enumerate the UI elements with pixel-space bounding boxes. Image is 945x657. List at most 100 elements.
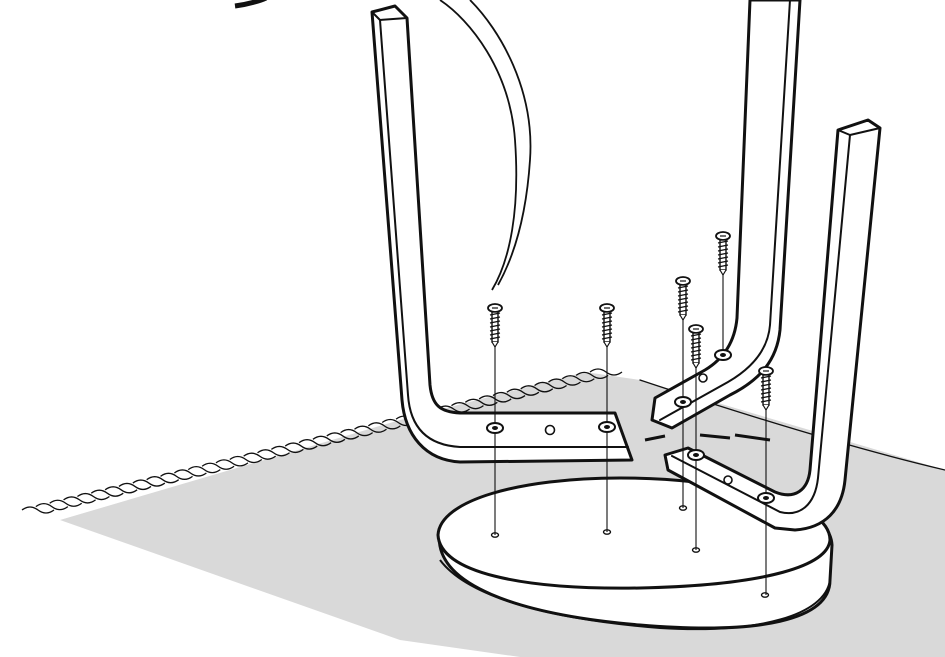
screw-thread: [717, 252, 729, 256]
rug-fringe-tuft: [215, 459, 249, 467]
screw-thread: [489, 312, 501, 316]
screw-thread: [489, 324, 501, 328]
leg-right-back-body: [650, 0, 802, 430]
screw-thread: [690, 357, 702, 361]
leg-screw-hole-center: [693, 453, 699, 457]
screw-thread: [601, 316, 613, 320]
screw-thread: [489, 316, 501, 320]
screw-thread: [677, 309, 689, 313]
leg-left-center-hole: [544, 424, 556, 436]
screws: [486, 231, 775, 595]
screw-thread: [601, 320, 613, 324]
rug-fringe-tuft: [118, 482, 152, 491]
rug-fringe-tuft: [49, 499, 83, 507]
screw-thread: [717, 256, 729, 260]
screw-thread: [717, 244, 729, 248]
rug-fringe-tuft: [561, 375, 595, 383]
motion-dash-2: [699, 433, 731, 440]
leg-screw-hole-center: [604, 425, 610, 429]
screw-tip: [491, 341, 499, 349]
screw-thread: [760, 379, 772, 383]
rug-fringe-tuft: [367, 422, 401, 430]
screw-thread: [601, 336, 613, 340]
screw-thread: [690, 349, 702, 353]
screw-thread: [601, 312, 613, 316]
rug-fringe-tuft: [104, 486, 138, 494]
screw-thread: [677, 305, 689, 309]
leg-screw-hole-center: [680, 400, 686, 404]
rug-fringe-tuft: [270, 445, 304, 454]
screw-tip: [679, 314, 687, 322]
rug-fringe-tuft: [63, 496, 96, 504]
screw-tip: [719, 269, 727, 277]
leg-screw-hole-center: [720, 353, 726, 357]
motion-dash-1: [644, 434, 666, 442]
rug-fringe-tuft: [187, 465, 221, 474]
screw-thread: [677, 301, 689, 305]
motion-dash-3: [734, 433, 771, 442]
leg-right-front-top: [837, 127, 881, 136]
rug-fringe-tuft: [298, 439, 332, 447]
screw-thread: [690, 341, 702, 345]
screw-thread: [760, 391, 772, 395]
seat-edge-shadow: [439, 559, 831, 631]
rug-fringe-tuft: [174, 469, 207, 477]
screw-thread: [690, 353, 702, 357]
rug-fringe-tuft: [201, 462, 235, 470]
rug-fringe-tuft: [90, 489, 124, 497]
screw-thread: [489, 336, 501, 340]
rug-fringe-tuft: [229, 455, 263, 464]
leg-right-front-body: [663, 118, 882, 532]
rug-fringe-tuft: [340, 428, 374, 437]
screw-thread: [677, 289, 689, 293]
screw: [757, 366, 775, 595]
rug-fringe-tuft: [146, 476, 180, 484]
screw-tip: [692, 362, 700, 370]
leg-right-back-inner-edge: [659, 0, 791, 421]
leg-left-inner-edge: [379, 19, 629, 448]
screw-thread: [717, 240, 729, 244]
screw-tip: [603, 341, 611, 349]
screw-thread: [690, 333, 702, 337]
leg-screw-hole-center: [763, 496, 769, 500]
screw-thread: [677, 293, 689, 297]
rug-fringe-tuft: [132, 479, 166, 487]
rug-fringe-tuft: [506, 388, 540, 396]
rug-fringe-tuft: [492, 391, 526, 400]
screw-thread: [760, 383, 772, 387]
screw-tip: [762, 404, 770, 412]
rug-fringe-tuft: [160, 472, 193, 480]
screw: [598, 303, 616, 532]
screw-thread: [760, 387, 772, 391]
rug-fringe-tuft: [243, 452, 277, 460]
leg-right-back: [650, 0, 802, 430]
screw-thread: [717, 260, 729, 264]
rug-fringe-tuft: [21, 506, 55, 514]
screw-thread: [601, 332, 613, 336]
rug-fringe-tuft: [35, 502, 69, 511]
screw: [714, 231, 732, 361]
screw-thread: [677, 285, 689, 289]
screw-thread: [690, 345, 702, 349]
rug-fringe-tuft: [548, 378, 581, 386]
screw-thread: [677, 297, 689, 301]
rug-fringe-tuft: [575, 371, 609, 380]
rug-fringe-tuft: [312, 435, 346, 443]
screw-thread: [601, 324, 613, 328]
rug-fringe-tuft: [354, 425, 387, 433]
screw: [674, 276, 692, 508]
screw-thread: [760, 395, 772, 399]
screw-thread: [717, 248, 729, 252]
leg-right-back-center-hole: [698, 373, 708, 383]
screw-thread: [717, 264, 729, 268]
rug-fringe-tuft: [451, 402, 484, 410]
screw: [687, 324, 705, 550]
screw-thread: [760, 375, 772, 379]
leg-screw-hole-center: [492, 426, 498, 430]
rug-fringe-tuft: [589, 368, 623, 376]
leg-left-top: [371, 11, 408, 21]
rug-fringe-tuft: [520, 385, 554, 393]
screw-thread: [690, 337, 702, 341]
